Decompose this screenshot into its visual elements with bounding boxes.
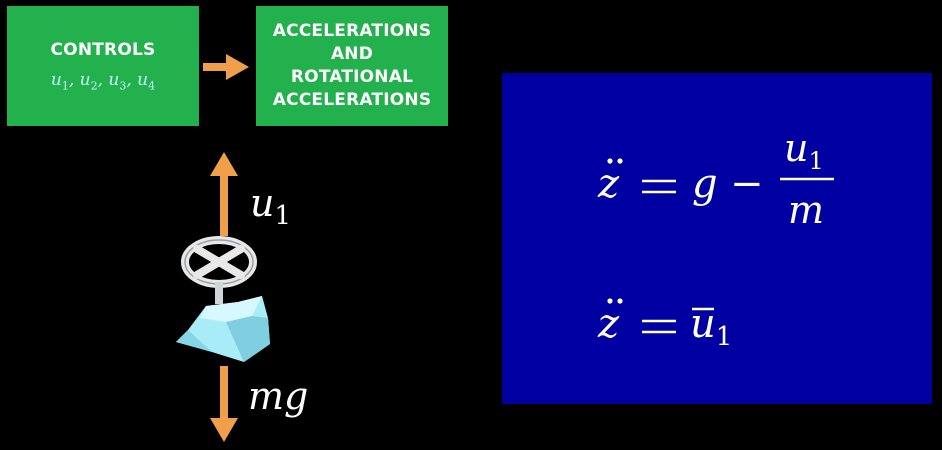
eq1-lhs: z [597,161,620,207]
eq1-dot-2 [617,158,623,164]
control-var-u3: u3 [108,70,127,93]
accelerations-line-3: ROTATIONAL [290,67,414,87]
equations-panel: z g − u1 m z u1 [502,73,932,404]
weight-label: mg [248,374,308,418]
control-var-u2: u2 [79,70,98,93]
control-var-u4: u4 [137,70,156,93]
eq1-g: g [692,161,718,207]
thrust-arrow [210,152,238,236]
accelerations-line-4: ACCELERATIONS [272,90,432,110]
accelerations-box: ACCELERATIONS AND ROTATIONAL ACCELERATIO… [256,6,448,126]
eq2-rhs: u1 [690,301,732,352]
equations-svg: z g − u1 m z u1 [597,126,834,352]
accelerations-line-1: ACCELERATIONS [272,21,432,41]
eq2-dot-1 [607,298,613,304]
accelerations-line-2: AND [330,44,374,64]
eq1-minus: − [730,161,764,207]
weight-arrow [210,366,238,442]
control-var-u1: u1 [50,70,69,93]
thrust-label: u1 [250,181,291,231]
flow-arrow [203,54,249,80]
equation-1: z g − u1 m [597,126,834,232]
controls-box: CONTROLS u1, u2, u3, u4 [7,6,199,126]
controls-title: CONTROLS [50,40,156,61]
eq1-numerator: u1 [784,126,824,175]
eq1-dot-1 [607,158,613,164]
equation-2: z u1 [597,298,732,352]
eq1-denominator: m [788,188,824,232]
eq2-dot-2 [617,298,623,304]
eq2-lhs: z [597,301,620,347]
quadrotor-drone-icon [176,236,270,362]
controls-variables: u1, u2, u3, u4 [50,70,156,93]
